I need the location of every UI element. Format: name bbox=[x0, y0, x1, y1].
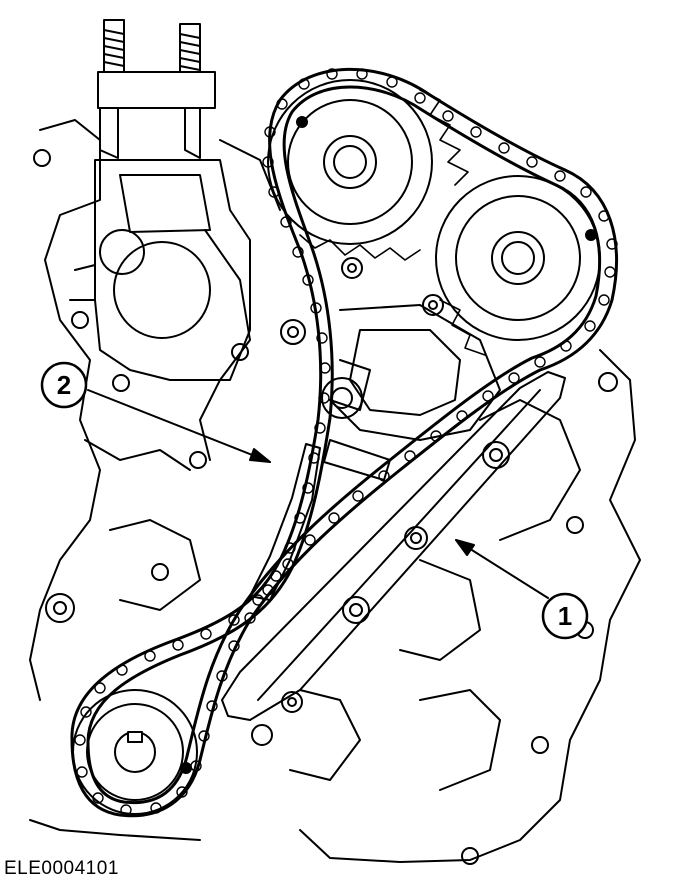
stud-right bbox=[179, 23, 201, 73]
callout-1: 1 bbox=[541, 592, 589, 640]
chain-tensioner bbox=[321, 359, 391, 481]
callout-2: 2 bbox=[40, 361, 88, 409]
figure-code: ELE0004101 bbox=[4, 858, 119, 879]
idler-bolt bbox=[341, 257, 363, 279]
camshaft-sprocket-upper bbox=[267, 79, 433, 245]
callout-1-label: 1 bbox=[558, 601, 572, 631]
gear-teeth bbox=[299, 89, 486, 356]
stud-left bbox=[103, 19, 125, 73]
callout-2-leader bbox=[87, 389, 271, 463]
camshaft-sprocket-lower bbox=[435, 175, 601, 341]
chain-guide-rail bbox=[221, 371, 566, 721]
bolt-holes bbox=[33, 149, 618, 865]
callout-2-label: 2 bbox=[57, 370, 71, 400]
timing-chain bbox=[70, 67, 619, 818]
engine-block-outline bbox=[29, 119, 641, 863]
callout-1-leader bbox=[455, 539, 549, 599]
tensioner-guide-rail bbox=[249, 443, 321, 601]
pump-bracket bbox=[94, 71, 251, 381]
idler-bolt-2 bbox=[422, 294, 444, 316]
